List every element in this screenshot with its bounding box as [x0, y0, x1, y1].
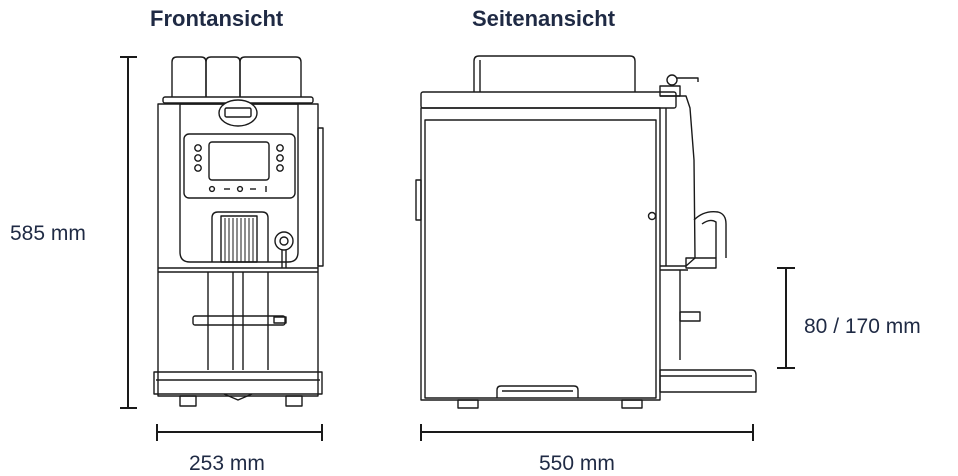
width-dimension-label: 253 mm	[189, 452, 265, 475]
side-bean-hopper	[473, 55, 636, 92]
key-icon	[666, 74, 678, 86]
front-foot-right	[285, 395, 303, 407]
control-panel	[183, 133, 296, 199]
steam-wand-tip	[685, 257, 717, 269]
panel-button-left-2	[194, 154, 202, 162]
coffee-outlet-housing	[211, 211, 269, 262]
side-front-panel	[660, 95, 696, 267]
side-cup-support	[679, 311, 701, 322]
depth-dimension-label: 550 mm	[539, 452, 615, 475]
hot-water-knob	[274, 231, 294, 251]
side-vent	[317, 127, 324, 267]
front-view-title: Frontansicht	[150, 6, 284, 31]
hot-water-knob-center	[279, 236, 289, 246]
bean-hoppers	[171, 56, 302, 97]
front-foot-left	[179, 395, 197, 407]
width-dimension-line	[156, 424, 323, 441]
panel-icon-row	[208, 185, 267, 193]
height-dimension-label: 585 mm	[10, 222, 86, 245]
side-body	[420, 107, 661, 401]
side-foot-rear	[457, 399, 479, 409]
outlet-height-dimension-line	[777, 267, 795, 369]
outlet-height-dimension-label: 80 / 170 mm	[804, 315, 921, 338]
height-dimension-line	[120, 56, 137, 409]
side-drip-tray	[659, 369, 757, 393]
side-view-machine	[415, 55, 757, 409]
cup-support	[192, 315, 286, 326]
side-foot-front	[621, 399, 643, 409]
front-view-machine	[153, 56, 324, 407]
panel-button-left-3	[194, 164, 202, 172]
side-view-title: Seitenansicht	[472, 6, 616, 31]
hot-water-spout	[281, 250, 287, 268]
panel-button-right-2	[276, 154, 284, 162]
depth-dimension-line	[420, 424, 754, 441]
steam-wand	[693, 210, 727, 258]
side-handle	[415, 179, 422, 221]
panel-button-left-1	[194, 144, 202, 152]
cup-support-handle	[273, 316, 287, 324]
panel-button-right-3	[276, 164, 284, 172]
key-lock	[659, 85, 681, 97]
door-lock	[647, 211, 657, 221]
brand-logo	[218, 99, 258, 127]
drip-tray	[153, 371, 323, 395]
panel-button-right-1	[276, 144, 284, 152]
base-handle	[496, 385, 579, 398]
display-screen	[208, 141, 270, 181]
coffee-outlet	[220, 215, 258, 263]
